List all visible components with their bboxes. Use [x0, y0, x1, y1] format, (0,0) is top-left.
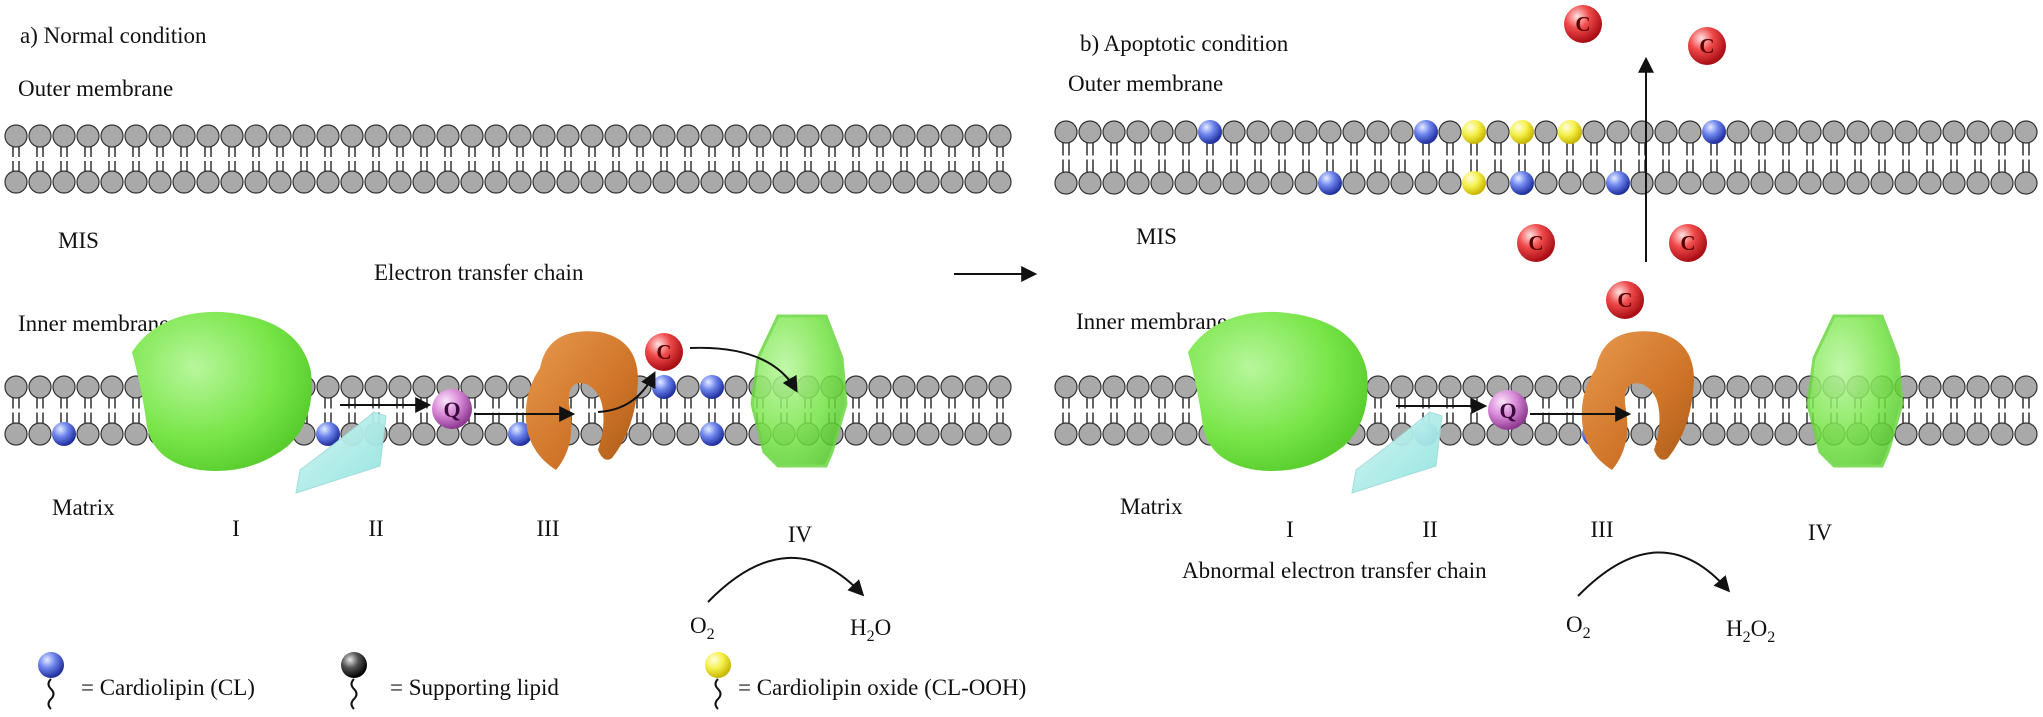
panel-b-complex-iii [1581, 331, 1694, 470]
panel-b-chain-label: Abnormal electron transfer chain [1182, 558, 1487, 583]
membrane-aOuter [4, 124, 1012, 194]
panel-a-outer-membrane-label: Outer membrane [18, 76, 173, 101]
svg-text:C: C [1528, 231, 1543, 255]
panel-b-product: H2O2 [1726, 616, 1775, 646]
panel-a-complex-iv [750, 314, 848, 468]
panel-a-title: a) Normal condition [20, 23, 207, 48]
panel-b-ubiquinone [1488, 390, 1528, 430]
legend-oxide-icon [705, 652, 731, 710]
panel-a-inner-membrane-label: Inner membrane [18, 311, 169, 336]
panel-a-complex-ii [295, 411, 387, 494]
svg-text:C: C [1617, 288, 1632, 312]
svg-text:C: C [1680, 231, 1695, 255]
panel-b-label-ii: II [1422, 517, 1437, 542]
panel-b-cytochrome-c-3: C [1517, 224, 1555, 262]
panel-a-reaction-arrow [707, 556, 865, 603]
legend-oxide-label: = Cardiolipin oxide (CL-OOH) [738, 675, 1026, 700]
panel-a-matrix-label: Matrix [52, 495, 115, 520]
panel-a-q-label: Q [443, 397, 460, 422]
legend-cardiolipin-label: = Cardiolipin (CL) [81, 675, 255, 700]
panel-a-ubiquinone [432, 389, 472, 429]
panel-b-label-iv: IV [1808, 520, 1833, 545]
panel-a-cytochrome-c [645, 333, 683, 371]
legend: = Cardiolipin (CL) = Supporting lipid = … [38, 652, 1026, 710]
panel-a-label-iii: III [537, 516, 560, 541]
panel-a-chain-label: Electron transfer chain [374, 260, 584, 285]
panel-b-complex-iv [1806, 314, 1904, 468]
panel-a-complex-i [132, 311, 312, 471]
panel-a-label-i: I [232, 516, 240, 541]
panel-b-cytochrome-c-1: C [1564, 5, 1602, 43]
panel-b-outer-membrane-label: Outer membrane [1068, 71, 1223, 96]
panel-b-complex-i [1188, 311, 1368, 471]
panel-b-reactant: O2 [1566, 612, 1591, 642]
svg-text:C: C [1699, 34, 1714, 58]
panel-a-label-ii: II [368, 516, 383, 541]
panel-b-title: b) Apoptotic condition [1080, 31, 1289, 56]
panel-a-c-label: C [656, 340, 671, 364]
panel-a-complex-iii [525, 331, 638, 470]
svg-text:C: C [1575, 12, 1590, 36]
panel-a: a) Normal condition Outer membrane MIS E… [18, 23, 891, 645]
panel-a-product: H2O [850, 615, 891, 645]
legend-supporting-lipid-icon [341, 652, 367, 710]
panel-b-label-iii: III [1591, 517, 1614, 542]
panel-b-cytochrome-c-5: C [1606, 281, 1644, 319]
panel-b-inner-membrane-label: Inner membrane [1076, 309, 1227, 334]
panel-b-label-i: I [1286, 517, 1294, 542]
membrane-bOuter [1054, 120, 2038, 195]
panel-a-arrow-iii-to-c [597, 371, 656, 413]
panel-b-q-label: Q [1499, 398, 1516, 423]
panel-b-cytochrome-c-4: C [1669, 224, 1707, 262]
panel-b-matrix-label: Matrix [1120, 494, 1183, 519]
legend-supporting-lipid-label: = Supporting lipid [390, 675, 559, 700]
panel-a-label-iv: IV [788, 522, 813, 547]
panel-b-mis-label: MIS [1136, 224, 1177, 249]
panel-b-cytochrome-c-2: C [1688, 27, 1726, 65]
panel-b-reaction-arrow [1577, 551, 1731, 597]
panel-b: b) Apoptotic condition Outer membrane MI… [1068, 5, 1904, 646]
panel-a-mis-label: MIS [58, 228, 99, 253]
legend-cardiolipin-icon [38, 652, 64, 710]
panel-b-complex-ii [1351, 411, 1443, 494]
panel-a-reactant: O2 [690, 613, 715, 643]
panel-a-arrow-c-to-iv [689, 346, 798, 393]
